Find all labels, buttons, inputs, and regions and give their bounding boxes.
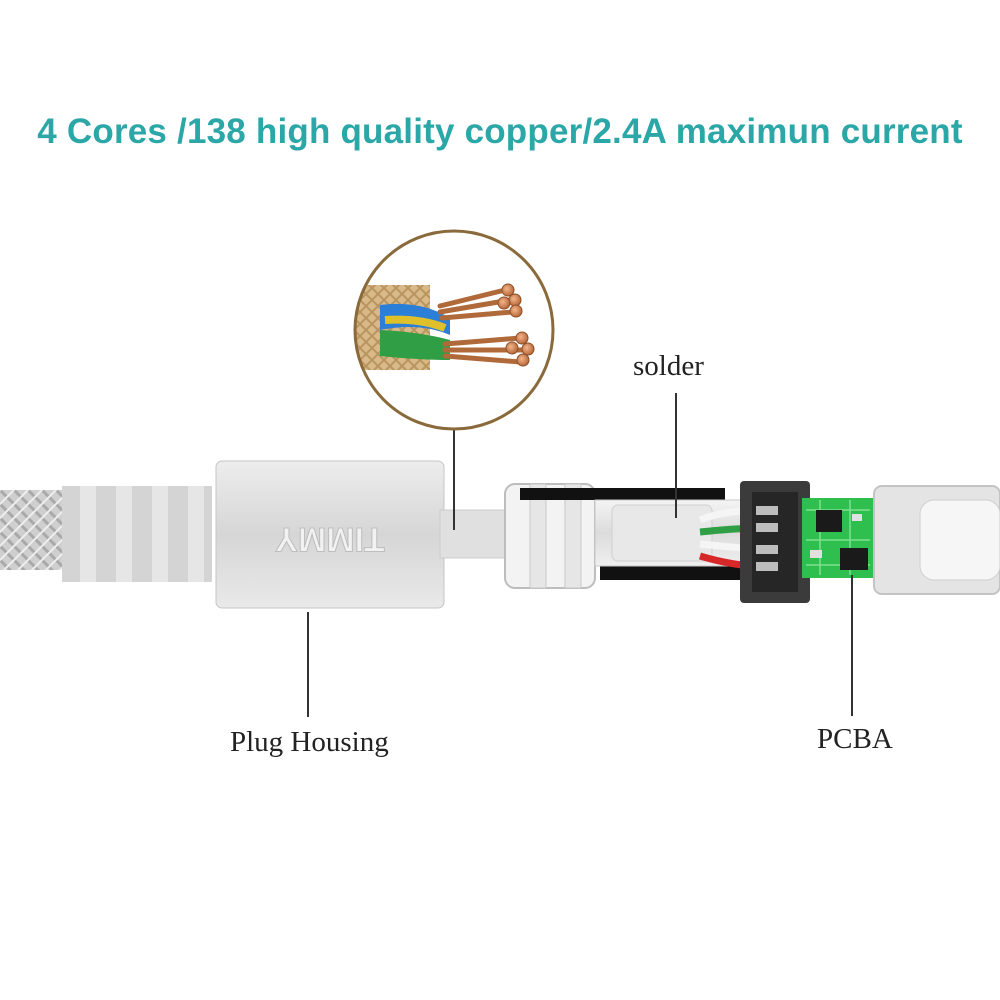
solder-block xyxy=(740,481,810,603)
housing-brand: TIMMY xyxy=(275,520,385,558)
lightning-connector-tip xyxy=(873,485,1000,595)
clear-sleeve xyxy=(504,483,596,589)
headline: 4 Cores /138 high quality copper/2.4A ma… xyxy=(37,112,963,151)
label-solder: solder xyxy=(633,350,704,382)
pcba-board xyxy=(802,498,880,578)
leader-lines xyxy=(307,393,853,717)
label-pcba: PCBA xyxy=(817,723,893,755)
label-plug-housing: Plug Housing xyxy=(230,726,389,758)
copper-core-inset xyxy=(353,229,555,431)
strain-relief xyxy=(62,486,212,582)
